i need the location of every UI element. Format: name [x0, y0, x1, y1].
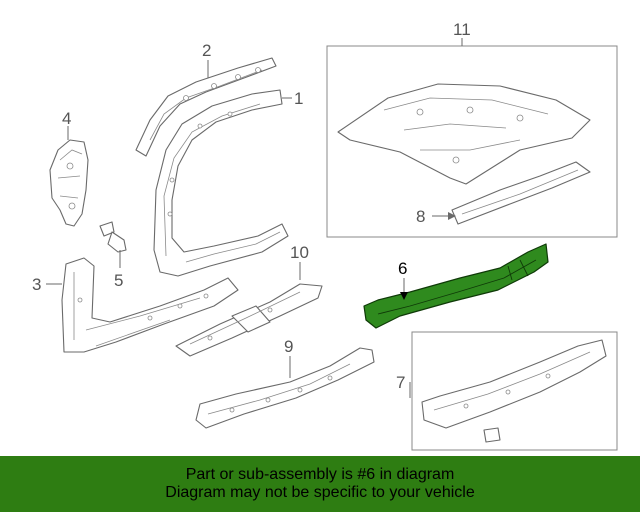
callout-5: 5 — [114, 271, 123, 290]
callout-11: 11 — [453, 20, 471, 39]
part-3-side-sill-pillar — [61, 257, 239, 353]
callout-3: 3 — [32, 275, 41, 294]
callout-leaders — [46, 38, 463, 398]
callout-4: 4 — [62, 109, 71, 128]
callout-6: 6 — [398, 259, 407, 278]
part-11-floor-pan-box — [326, 45, 618, 238]
part-5-bolt — [99, 221, 127, 253]
part-2-roof-rail-reinforcement — [135, 57, 277, 157]
callout-2: 2 — [202, 41, 211, 60]
callout-10: 10 — [290, 243, 309, 262]
part-1-body-side-frame — [153, 89, 289, 277]
part-6-highlighted-sill[interactable] — [363, 243, 549, 329]
part-8-floor-rail — [451, 161, 591, 225]
callout-1: 1 — [294, 89, 303, 108]
part-7-outer-sill-box — [411, 331, 618, 451]
parts-diagram: 1 2 3 4 5 6 7 8 9 10 11 — [32, 20, 618, 451]
callout-8-arrowhead — [448, 212, 456, 220]
callout-9: 9 — [284, 337, 293, 356]
part-4-pillar-bracket — [49, 139, 89, 227]
callout-8: 8 — [416, 207, 425, 226]
callout-6-arrowhead — [400, 292, 408, 300]
banner-line-1: Part or sub-assembly is #6 in diagram — [185, 466, 455, 483]
info-banner: Part or sub-assembly is #6 in diagram Di… — [0, 456, 640, 512]
part-10-cross-member — [175, 283, 323, 357]
part-9-inner-sill — [195, 347, 375, 429]
callout-7: 7 — [396, 373, 405, 392]
banner-line-2: Diagram may not be specific to your vehi… — [165, 484, 475, 501]
